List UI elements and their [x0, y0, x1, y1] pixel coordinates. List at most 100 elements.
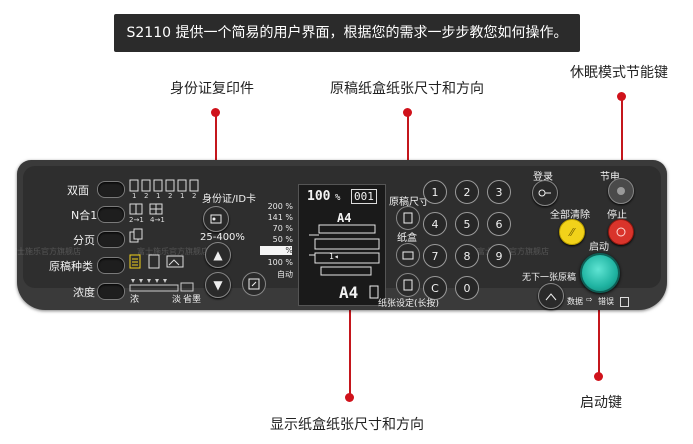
callout-start-key: 启动键: [580, 395, 622, 411]
callout-id-copy: 身份证复印件: [170, 81, 254, 97]
numpad-key-3[interactable]: 3: [487, 180, 511, 204]
original-size-label: 原稿尺寸: [389, 197, 429, 208]
callout-original-size: 原稿纸盒纸张尺寸和方向: [330, 81, 484, 97]
triangle-down-icon: ▼: [213, 278, 223, 292]
data-arrow-icon: ⇨: [586, 295, 593, 304]
n-in-1-button[interactable]: [97, 206, 125, 223]
lcd-zoom-unit: %: [335, 193, 341, 203]
power-save-button[interactable]: [608, 178, 634, 204]
start-button[interactable]: [580, 253, 620, 293]
collate-icon: [129, 228, 143, 243]
density-light-label: 淡: [172, 295, 182, 305]
lcd-zoom-value: 100: [307, 189, 331, 204]
no-more-originals-button[interactable]: [538, 283, 564, 309]
login-button[interactable]: [532, 180, 558, 206]
paper-setting-button[interactable]: [396, 273, 420, 297]
stop-icon: [616, 227, 626, 237]
numpad-key-1[interactable]: 1: [423, 180, 447, 204]
numpad-key-9[interactable]: 9: [487, 244, 511, 268]
numpad-key-0[interactable]: 0: [455, 276, 479, 300]
n-mark: 2→1: [129, 216, 144, 224]
numpad-key-5[interactable]: 5: [455, 212, 479, 236]
watermark: 富士施乐官方旗舰店: [9, 247, 81, 256]
numpad-key-clear[interactable]: C: [423, 276, 447, 300]
density-scale: [129, 279, 194, 292]
n-in-1-icons: [129, 203, 163, 215]
zoom-level-70: 70 %: [272, 224, 293, 233]
duplex-num: 2: [144, 192, 149, 200]
stop-button[interactable]: [608, 219, 634, 245]
duplex-num: 1: [156, 192, 161, 200]
zoom-range-label: 25-400%: [200, 232, 245, 243]
id-card-icon: [210, 214, 222, 224]
callout-dot-start: [594, 372, 603, 381]
zoom-level-custom: %: [285, 246, 293, 255]
zoom-level-auto: 自动: [277, 270, 293, 279]
numpad-key-2[interactable]: 2: [455, 180, 479, 204]
clear-all-icon: ⁄⁄: [570, 225, 574, 239]
duplex-button[interactable]: [97, 181, 125, 198]
paper-setting-icon: [403, 279, 413, 291]
lcd-copy-count: 001: [351, 189, 377, 204]
zoom-level-141: 141 %: [267, 213, 293, 222]
lcd-tray-paper-size: A4: [339, 283, 359, 302]
zoom-level-200: 200 %: [267, 202, 293, 211]
zoom-down-button[interactable]: ▼: [205, 272, 231, 298]
error-icon: [620, 297, 629, 307]
paper-orientation-icon: [369, 285, 379, 299]
collate-button[interactable]: [97, 231, 125, 248]
lcd-tray-indicator: 1◂: [329, 252, 339, 261]
original-size-button[interactable]: [396, 206, 420, 230]
density-label: 浓度: [73, 286, 95, 299]
login-label: 登录: [533, 172, 553, 183]
duplex-num: 2: [192, 192, 197, 200]
callout-dot-id: [211, 108, 220, 117]
clear-all-label: 全部清除: [550, 210, 590, 221]
lcd-machine-outline: [309, 224, 380, 276]
original-size-icon: [403, 212, 413, 224]
callout-dot-orig: [403, 108, 412, 117]
n-in-1-label: N合1: [71, 209, 98, 222]
n-mark: 4→1: [150, 216, 165, 224]
numpad-key-7[interactable]: 7: [423, 244, 447, 268]
callout-line-start: [598, 290, 600, 374]
key-icon: [538, 189, 551, 197]
duplex-label: 双面: [67, 184, 89, 197]
watermark: 富士施乐官方旗舰店: [477, 247, 549, 256]
collate-label: 分页: [73, 234, 95, 247]
duplex-num: 1: [180, 192, 185, 200]
lcd-original-size: A4: [337, 211, 352, 225]
clear-all-button[interactable]: ⁄⁄: [559, 219, 585, 245]
original-type-label: 原稿种类: [49, 260, 93, 273]
callout-line-display: [349, 290, 351, 396]
callout-display-tray: 显示纸盒纸张尺寸和方向: [270, 417, 424, 433]
numpad-key-4[interactable]: 4: [423, 212, 447, 236]
intro-banner: S2110 提供一个简易的用户界面，根据您的需求一步步教您如何操作。: [114, 14, 580, 52]
callout-sleep-mode: 休眠模式节能键: [570, 65, 668, 81]
zoom-up-button[interactable]: ▲: [205, 242, 231, 268]
paper-setting-label: 纸张设定(长按): [378, 299, 440, 309]
density-dark-label: 浓: [130, 295, 140, 305]
numpad-key-6[interactable]: 6: [487, 212, 511, 236]
callout-dot-display: [345, 393, 354, 402]
original-type-icons: [129, 254, 184, 269]
stop-label: 停止: [607, 210, 627, 221]
finish-scan-icon: [545, 293, 557, 301]
lcd-display: 100 % 001 A4 1◂ A4: [298, 184, 386, 306]
data-indicator-label: 数据: [567, 297, 583, 306]
original-type-button[interactable]: [97, 257, 125, 274]
triangle-up-icon: ▲: [213, 248, 223, 262]
duplex-mode-icons: [129, 179, 199, 192]
error-indicator-label: 错误: [598, 297, 614, 306]
tray-button[interactable]: [396, 243, 420, 267]
zoom-level-50: 50 %: [272, 235, 293, 244]
reduce-enlarge-button[interactable]: [242, 272, 266, 296]
duplex-num: 1: [132, 192, 137, 200]
id-card-label: 身份证/ID卡: [202, 194, 257, 205]
id-card-button[interactable]: [203, 206, 229, 232]
tray-icon: [402, 251, 414, 260]
numpad-key-8[interactable]: 8: [455, 244, 479, 268]
duplex-num: 2: [168, 192, 173, 200]
callout-dot-sleep: [617, 92, 626, 101]
density-button[interactable]: [97, 283, 125, 300]
